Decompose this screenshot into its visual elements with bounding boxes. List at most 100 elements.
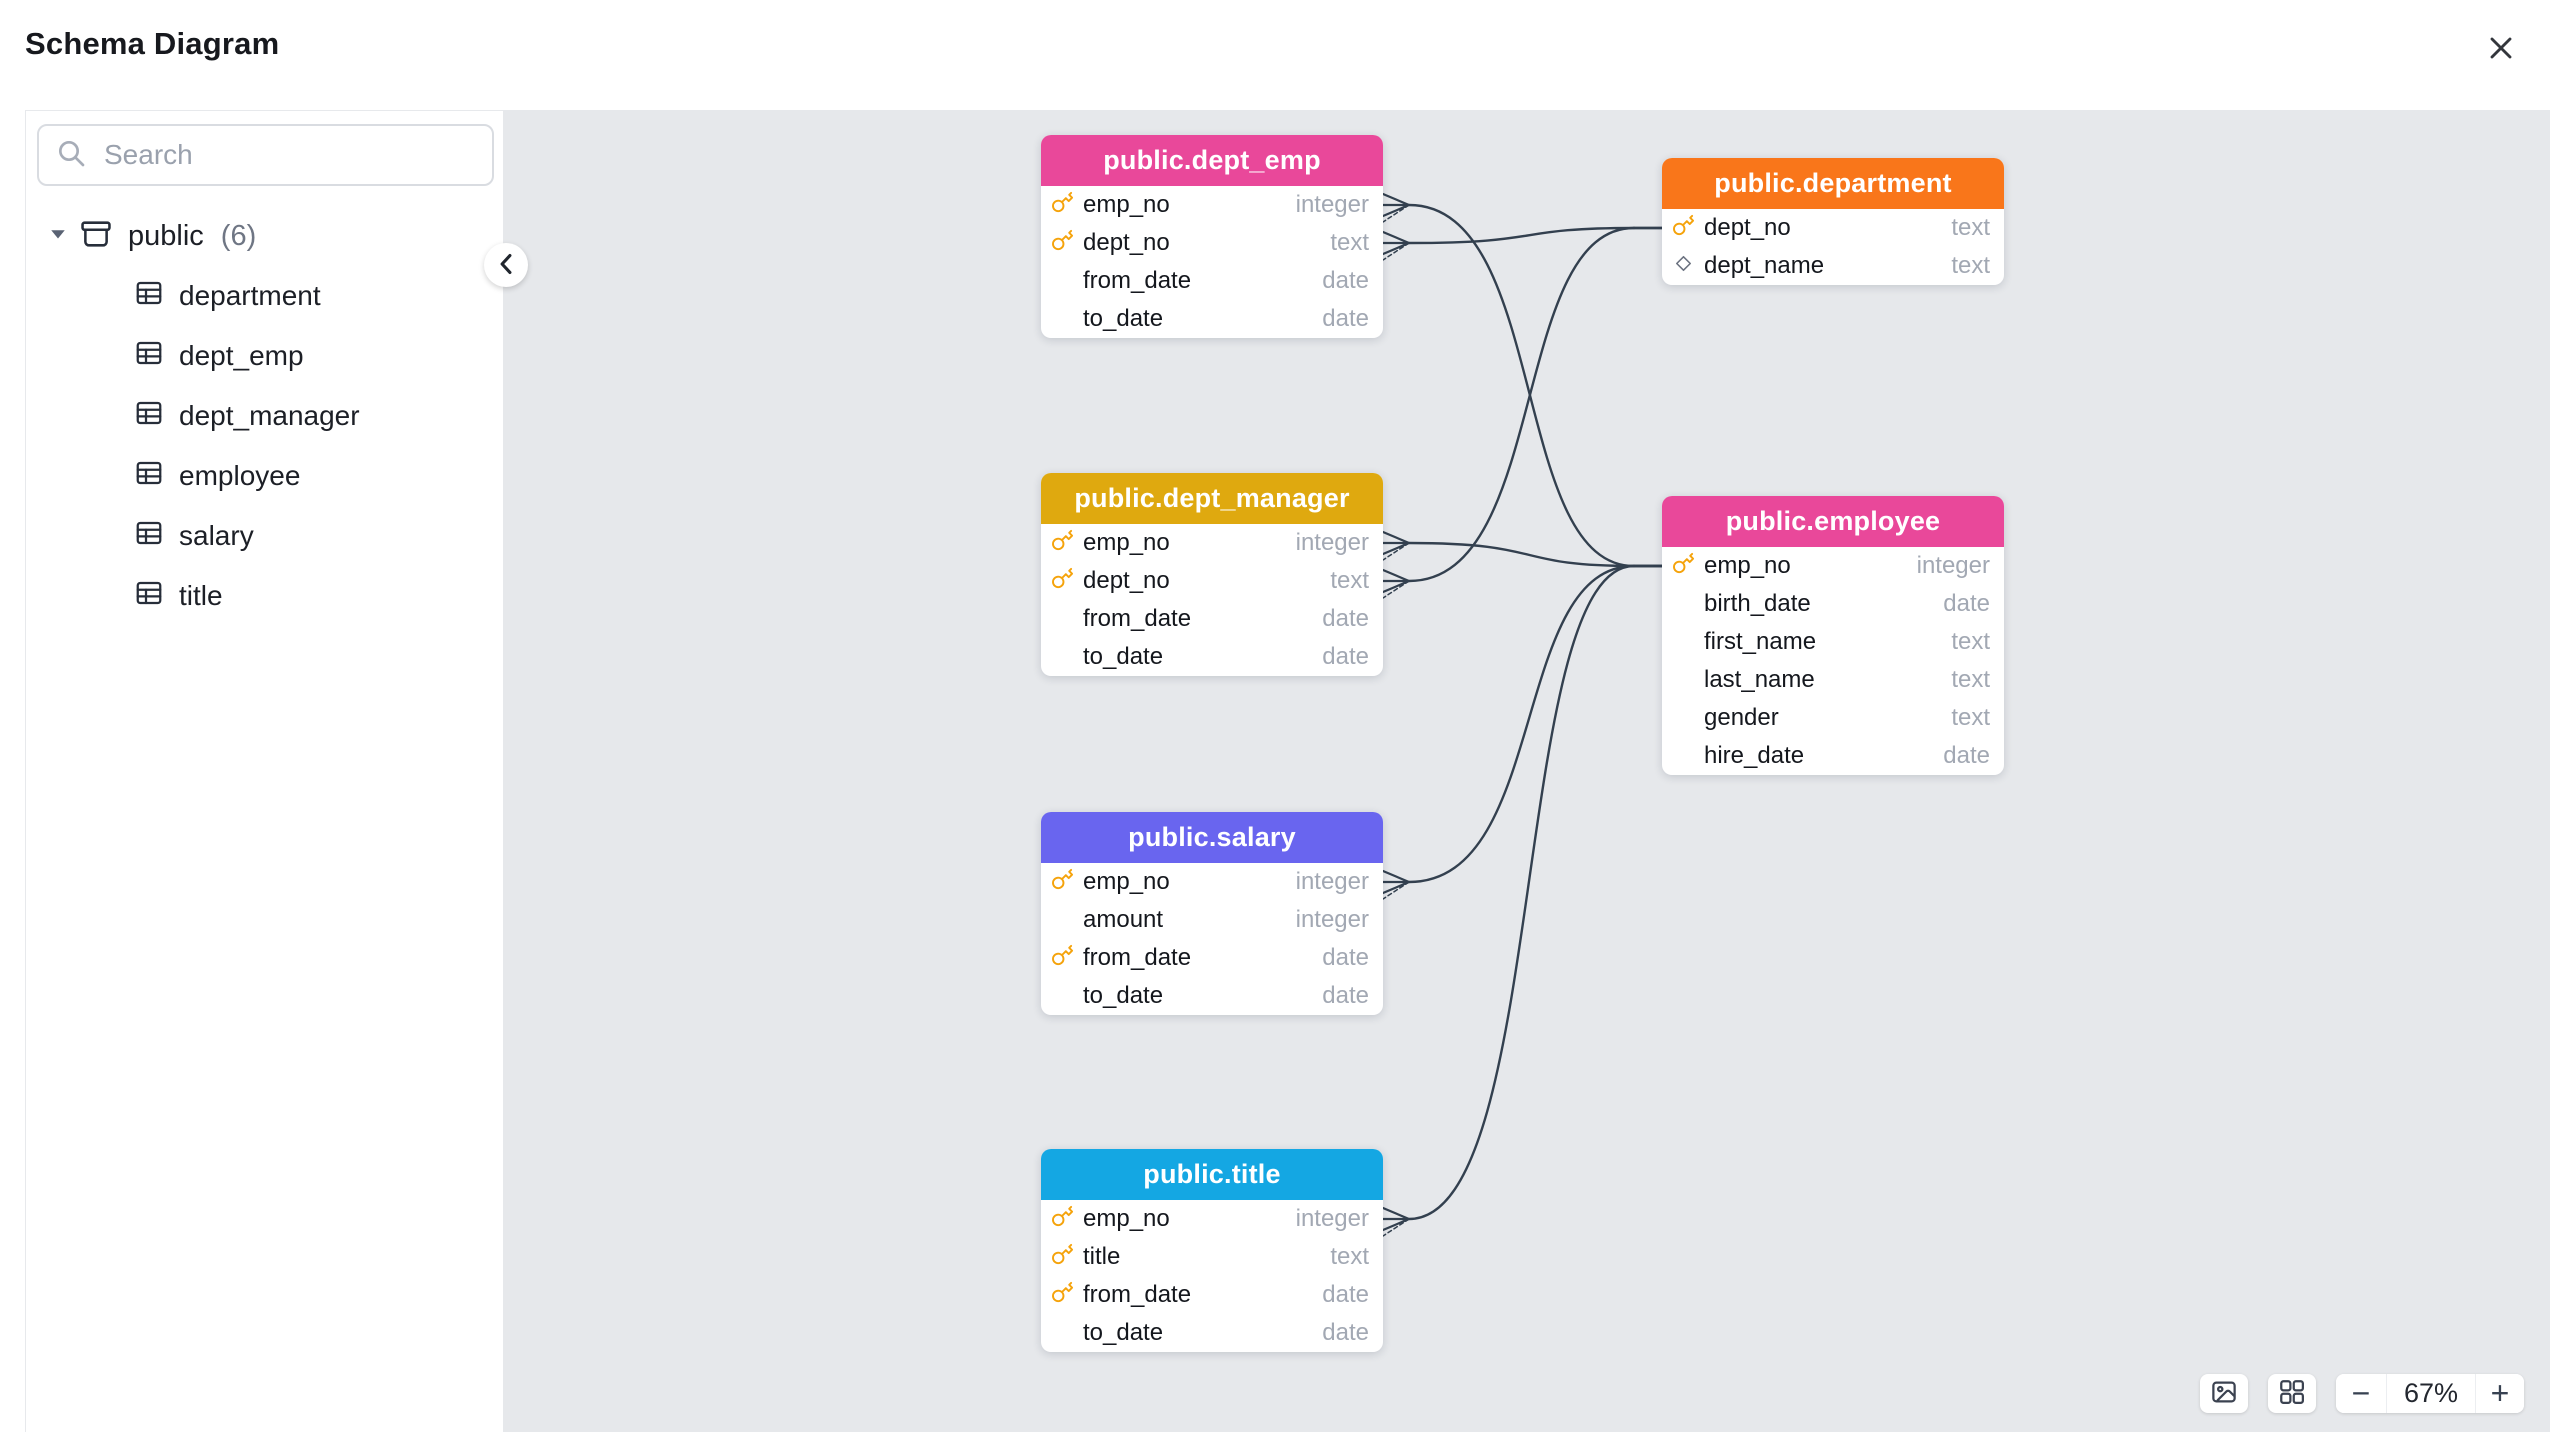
sidebar: public (6) department dept_emp dept_manage…: [25, 110, 503, 1432]
column-row-title: title text: [1041, 1238, 1383, 1276]
column-type: date: [1322, 643, 1369, 670]
schema-tree: public (6) department dept_emp dept_manage…: [26, 206, 503, 626]
column-name: to_date: [1083, 1319, 1164, 1346]
sidebar-item-employee[interactable]: employee: [26, 446, 503, 506]
table-icon: [134, 398, 164, 435]
unique-diamond-icon: [1672, 254, 1693, 278]
column-row-dept_no: dept_no text: [1041, 224, 1383, 262]
column-icon-gutter: [1672, 552, 1704, 580]
sidebar-item-label: department: [179, 280, 321, 311]
sidebar-item-salary[interactable]: salary: [26, 506, 503, 566]
column-type: integer: [1916, 552, 1990, 579]
caret-down-icon: [46, 222, 70, 251]
table-node-title: public.dept_emp: [1041, 135, 1383, 186]
zoom-in-button[interactable]: +: [2476, 1374, 2524, 1413]
column-type: text: [1330, 229, 1369, 256]
column-name: title: [1083, 1243, 1121, 1270]
sidebar-item-department[interactable]: department: [26, 266, 503, 326]
column-name: last_name: [1704, 666, 1815, 693]
column-row-to_date: to_date date: [1041, 300, 1383, 338]
diagram-canvas[interactable]: [503, 110, 2550, 1432]
sidebar-item-dept_manager[interactable]: dept_manager: [26, 386, 503, 446]
column-type: date: [1322, 305, 1369, 332]
sidebar-item-label: dept_manager: [179, 400, 360, 431]
primary-key-icon: [1051, 1281, 1074, 1309]
column-icon-gutter: [1672, 254, 1704, 278]
schema-tree-node-public[interactable]: public (6): [26, 206, 503, 266]
column-name: from_date: [1083, 944, 1192, 971]
column-type: text: [1330, 567, 1369, 594]
table-icon: [134, 578, 164, 615]
sidebar-item-label: dept_emp: [179, 340, 304, 371]
auto-layout-button[interactable]: [2268, 1374, 2316, 1413]
column-icon-gutter: [1051, 868, 1083, 896]
column-icon-gutter: [1051, 1281, 1083, 1309]
fit-view-button[interactable]: [2200, 1374, 2248, 1413]
primary-key-icon: [1051, 567, 1074, 595]
search-box: [37, 124, 494, 186]
column-type: text: [1330, 1243, 1369, 1270]
zoom-out-button[interactable]: −: [2336, 1374, 2386, 1413]
column-name: from_date: [1083, 605, 1192, 632]
column-type: integer: [1295, 191, 1369, 218]
column-icon-gutter: [1051, 1243, 1083, 1271]
sidebar-item-dept_emp[interactable]: dept_emp: [26, 326, 503, 386]
column-type: date: [1943, 742, 1990, 769]
search-input[interactable]: [102, 138, 476, 172]
sidebar-item-title[interactable]: title: [26, 566, 503, 626]
table-icon: [134, 338, 164, 375]
column-name: dept_no: [1704, 214, 1791, 241]
column-name: to_date: [1083, 305, 1164, 332]
column-type: date: [1322, 1281, 1369, 1308]
close-button[interactable]: [2478, 26, 2524, 72]
table-node-title: public.salary: [1041, 812, 1383, 863]
column-name: dept_no: [1083, 567, 1170, 594]
sidebar-item-label: title: [179, 580, 223, 611]
column-name: dept_name: [1704, 252, 1825, 279]
table-icon: [134, 518, 164, 555]
column-icon-gutter: [1051, 567, 1083, 595]
image-icon: [2209, 1377, 2239, 1410]
top-header-bar: Schema Diagram: [0, 0, 2550, 110]
column-icon-gutter: [1051, 191, 1083, 219]
column-row-dept_no: dept_no text: [1041, 562, 1383, 600]
primary-key-icon: [1672, 214, 1695, 242]
primary-key-icon: [1051, 1243, 1074, 1271]
primary-key-icon: [1051, 868, 1074, 896]
column-type: date: [1943, 590, 1990, 617]
table-node-title: public.department: [1662, 158, 2004, 209]
close-icon: [2483, 30, 2519, 69]
column-type: text: [1951, 628, 1990, 655]
search-icon: [55, 137, 87, 174]
column-name: amount: [1083, 906, 1164, 933]
column-name: dept_no: [1083, 229, 1170, 256]
column-type: text: [1951, 704, 1990, 731]
schema-table-count: (6): [220, 219, 257, 252]
sidebar-collapse-button[interactable]: [484, 243, 528, 287]
table-node-title: public.dept_manager: [1041, 473, 1383, 524]
sidebar-item-label: salary: [179, 520, 254, 551]
column-name: emp_no: [1083, 868, 1170, 895]
column-name: from_date: [1083, 1281, 1192, 1308]
